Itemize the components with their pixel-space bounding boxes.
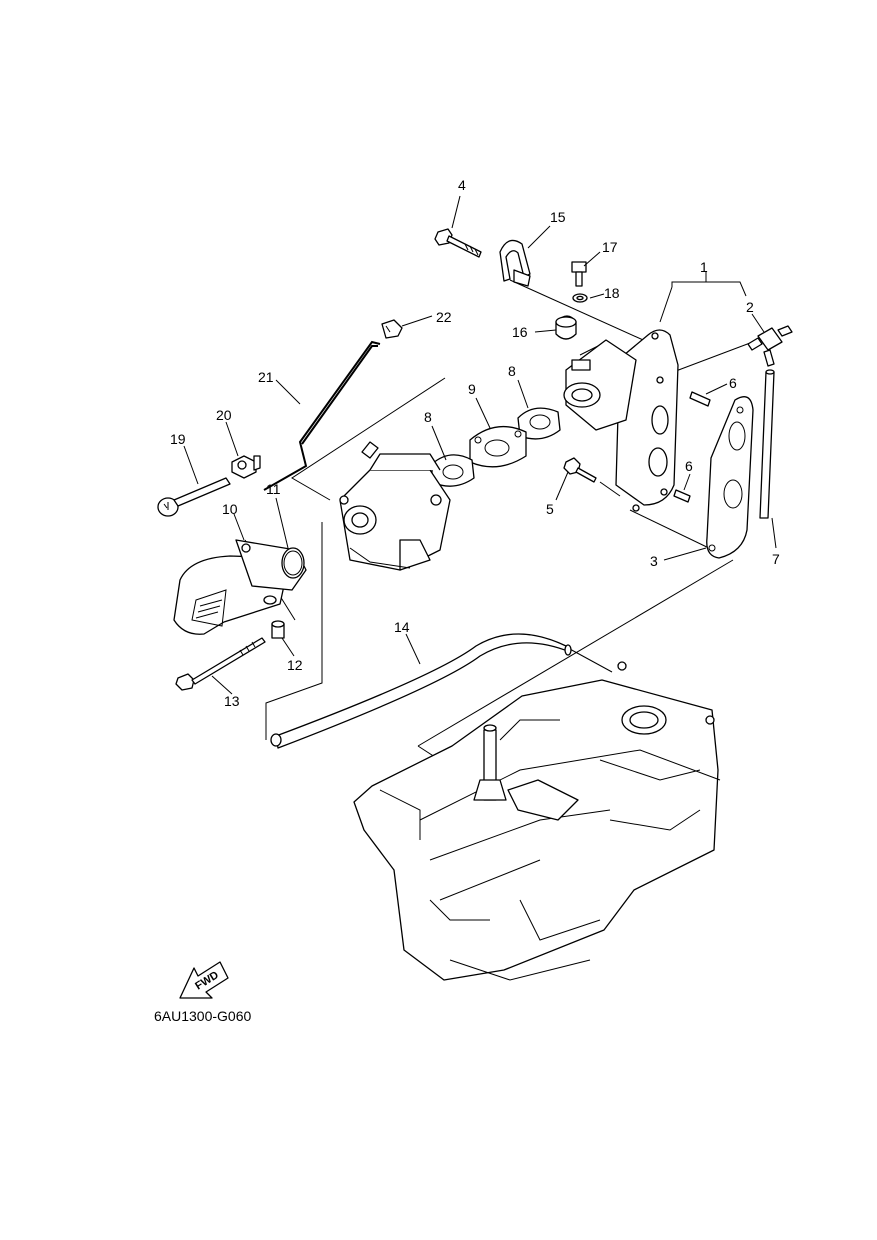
callout-15: 15	[550, 209, 566, 225]
callout-labels: 1 2 3 4 5 6 6 7 8 8 9 10 11 12 13 14 15 …	[170, 177, 780, 709]
callout-6-upper: 6	[729, 375, 737, 391]
choke-knob-part-19	[157, 477, 231, 517]
callout-5: 5	[546, 501, 554, 517]
callout-6-lower: 6	[685, 458, 693, 474]
collar-part-16	[555, 315, 577, 340]
callout-9: 9	[468, 381, 476, 397]
gasket-part-3	[706, 396, 754, 559]
grommet-part-12	[271, 620, 285, 639]
hose-part-14	[270, 633, 572, 749]
hose-part-7	[759, 369, 775, 519]
callout-4: 4	[458, 177, 466, 193]
screw-part-17	[571, 261, 587, 287]
callout-20: 20	[216, 407, 232, 423]
callout-19: 19	[170, 431, 186, 447]
callout-3: 3	[650, 553, 658, 569]
intake-manifold-part-1	[563, 329, 679, 512]
callout-18: 18	[604, 285, 620, 301]
callout-16: 16	[512, 324, 528, 340]
callout-21: 21	[258, 369, 274, 385]
callout-12: 12	[287, 657, 303, 673]
forward-direction-arrow: FWD	[179, 961, 229, 999]
o-ring-part-11	[281, 547, 305, 579]
callout-7: 7	[772, 551, 780, 567]
callout-2: 2	[746, 299, 754, 315]
callout-8-upper: 8	[508, 363, 516, 379]
callout-8-lower: 8	[424, 409, 432, 425]
link-rod-part-21	[263, 340, 381, 491]
callout-14: 14	[394, 619, 410, 635]
carburetor	[339, 441, 451, 571]
callout-10: 10	[222, 501, 238, 517]
bolt-part-4	[434, 228, 482, 258]
assembly-reference-lines	[244, 279, 759, 771]
clip-part-22	[381, 319, 403, 339]
callout-leader-lines	[183, 195, 777, 695]
holder-part-20	[231, 455, 261, 479]
insulator-part-9	[469, 425, 527, 468]
diagram-code: 6AU1300-G060	[154, 1008, 252, 1024]
callout-22: 22	[436, 309, 452, 325]
callout-17: 17	[602, 239, 618, 255]
callout-1: 1	[700, 259, 708, 275]
power-head	[353, 661, 721, 981]
callout-13: 13	[224, 693, 240, 709]
clamp-part-15	[499, 239, 531, 287]
dowel-pin-part-6	[673, 391, 711, 503]
bolt-part-13	[175, 637, 266, 691]
fitting-part-2	[747, 325, 793, 367]
washer-part-18	[572, 293, 588, 303]
gasket-part-8-upper	[517, 407, 561, 440]
callout-11: 11	[266, 481, 281, 497]
bolt-part-5	[563, 457, 597, 483]
